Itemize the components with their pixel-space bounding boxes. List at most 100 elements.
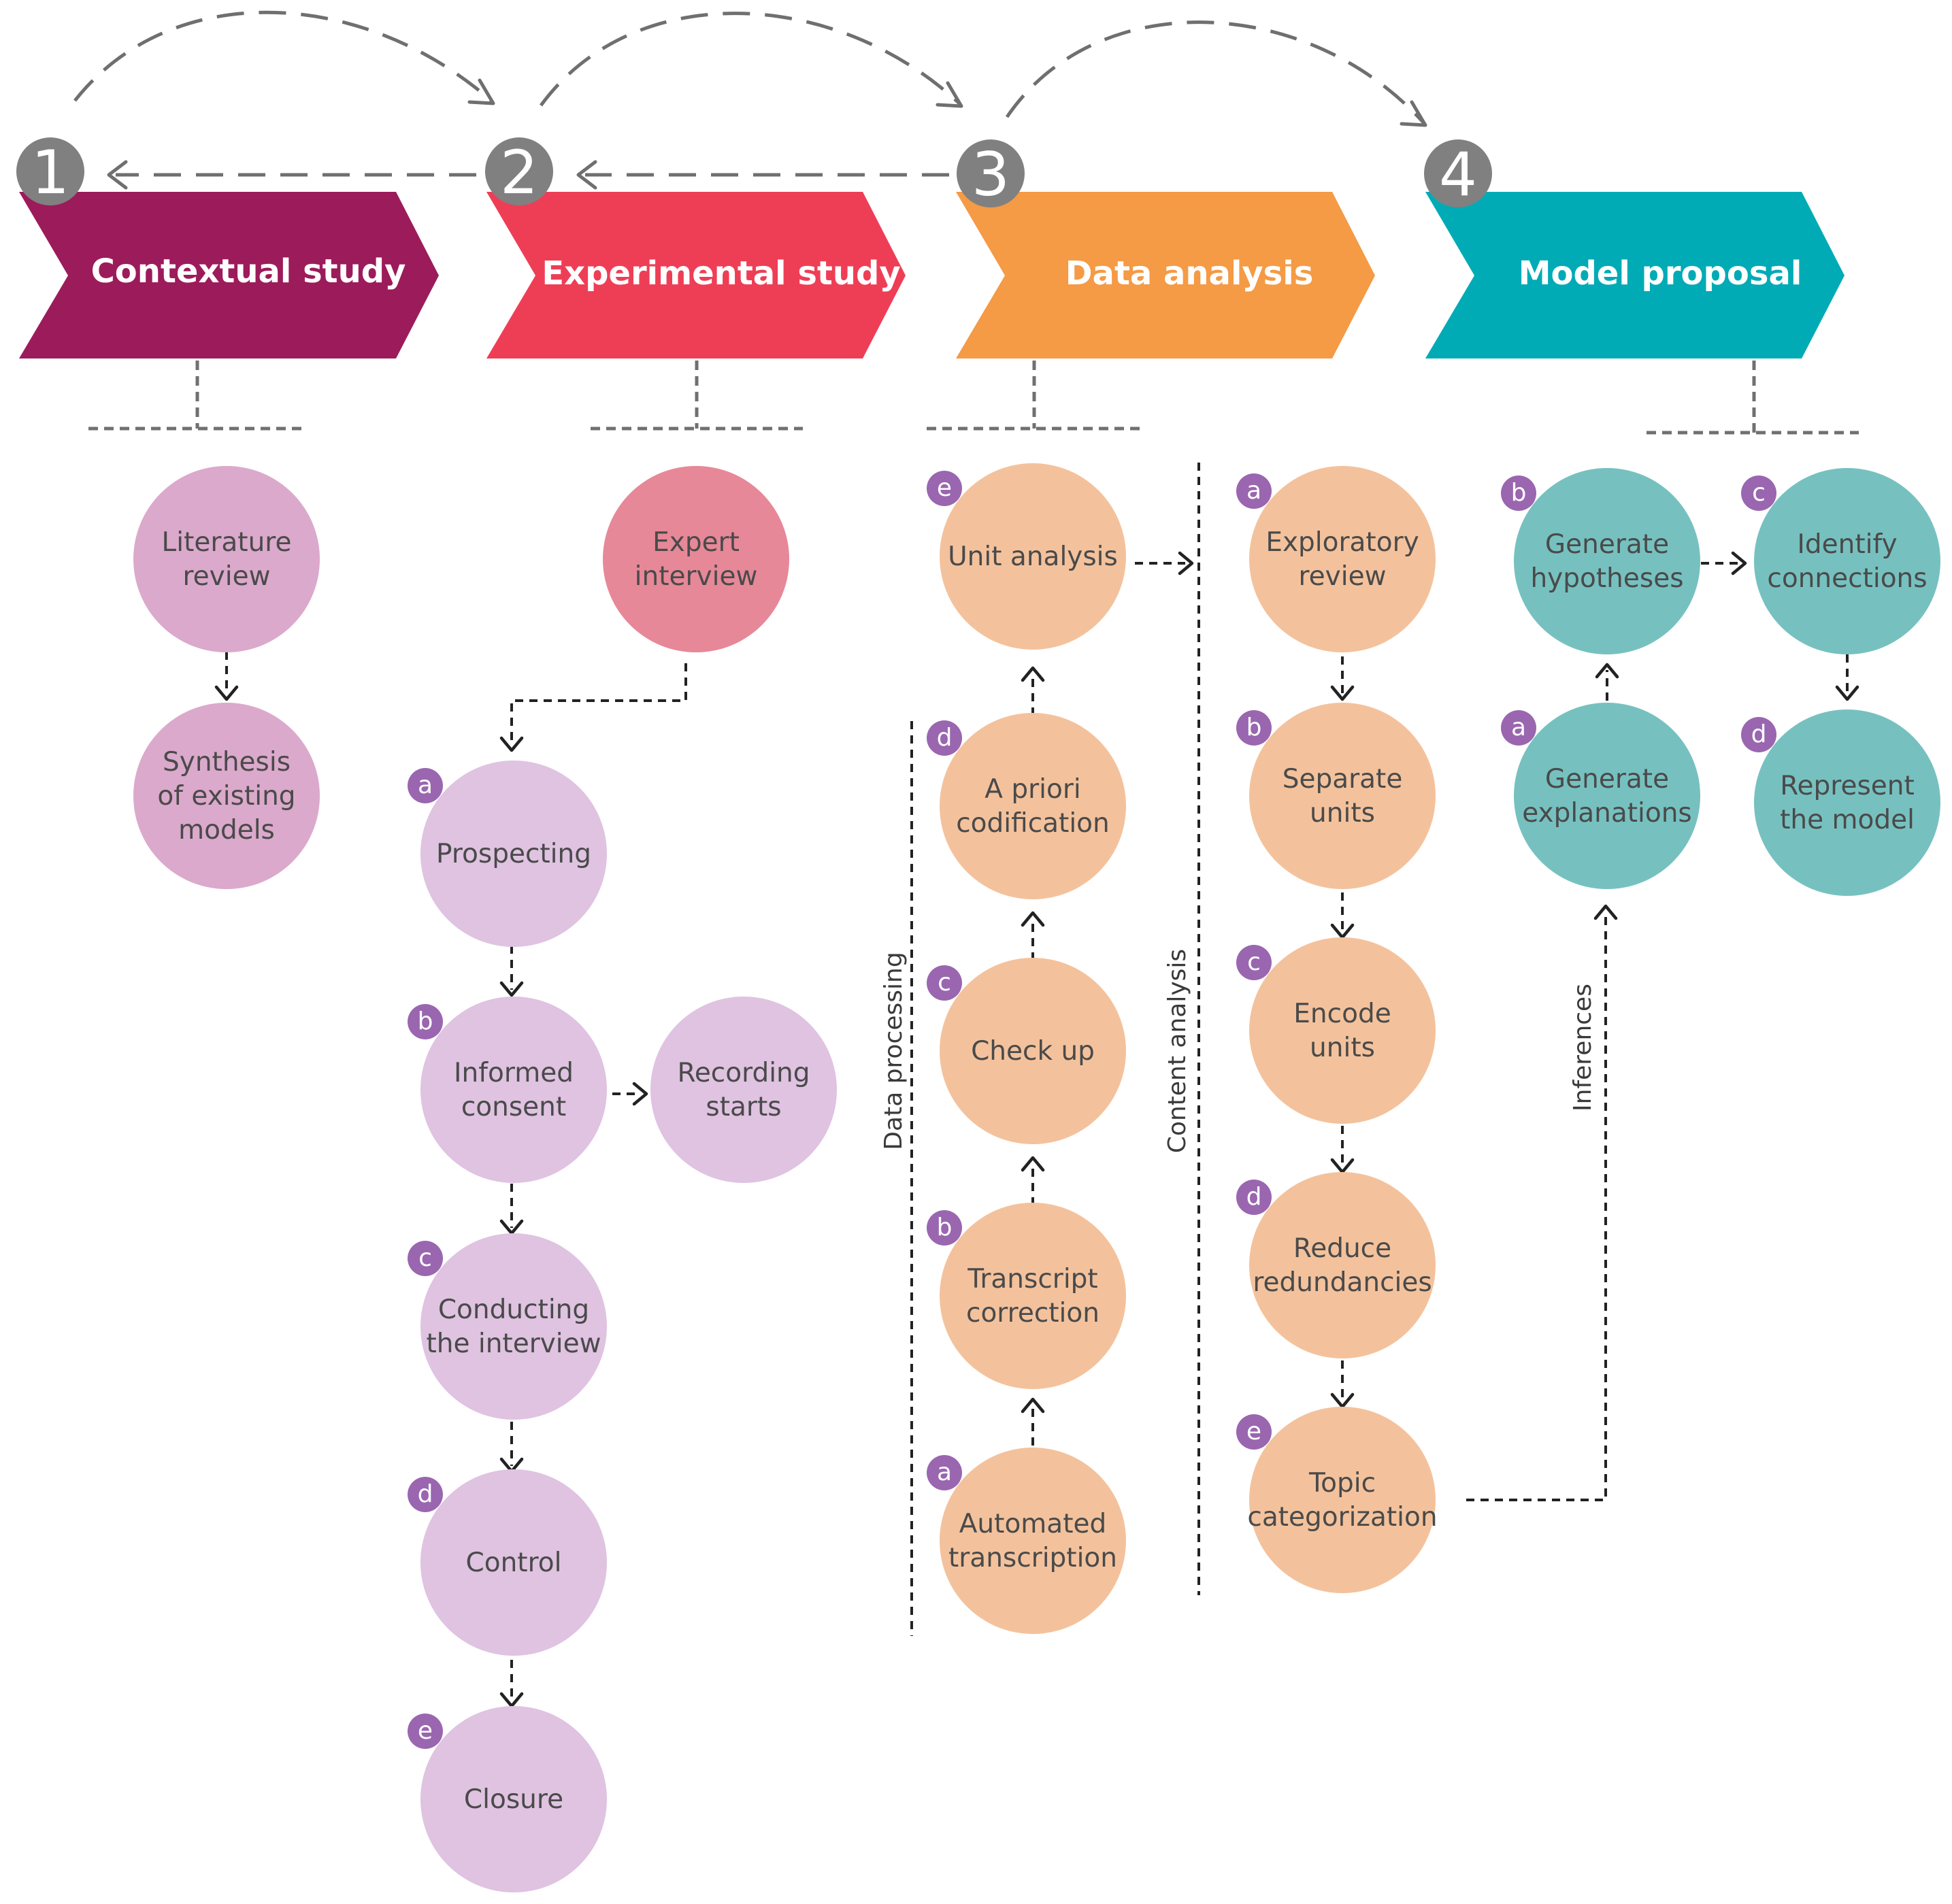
step-badge bbox=[1501, 710, 1536, 746]
node-label-line: Encode bbox=[1293, 999, 1391, 1029]
node-label-line: hypotheses bbox=[1530, 563, 1683, 594]
phase-3-title: Data analysis bbox=[1065, 254, 1314, 293]
arc-1-to-2 bbox=[73, 10, 493, 102]
node-label-line: models bbox=[178, 815, 275, 846]
inferences-label: Inferences bbox=[1569, 984, 1597, 1112]
group-separators: Data processing Content analysis Inferen… bbox=[880, 463, 1597, 1636]
step-badge-letter: e bbox=[937, 474, 952, 502]
node-label-line: Identify bbox=[1797, 529, 1897, 560]
node-circle bbox=[420, 1469, 607, 1656]
arc-2-to-3 bbox=[539, 12, 961, 107]
node-label-line: codification bbox=[956, 808, 1110, 839]
step-badge-letter: d bbox=[1246, 1183, 1262, 1211]
step-badge-letter: c bbox=[418, 1244, 432, 1272]
step-badge-letter: d bbox=[1751, 720, 1767, 748]
node-label-line: Conducting bbox=[438, 1295, 589, 1325]
node-label-line: Closure bbox=[464, 1784, 563, 1815]
step-badge bbox=[1741, 717, 1776, 752]
node-label-line: Synthesis bbox=[163, 747, 291, 778]
node-circle bbox=[1754, 709, 1940, 896]
step-badge bbox=[1236, 710, 1272, 746]
step-badge-letter: b bbox=[937, 1214, 953, 1241]
step-badge bbox=[927, 720, 962, 756]
node-label-line: consent bbox=[461, 1092, 566, 1122]
step-badge bbox=[408, 1004, 443, 1039]
phase-numbers: 1 2 3 4 bbox=[16, 137, 1492, 210]
node-label-line: the interview bbox=[426, 1329, 601, 1359]
node-circle bbox=[603, 466, 789, 652]
step-badge bbox=[408, 768, 443, 803]
node-label-line: Check up bbox=[971, 1036, 1095, 1067]
node-label-line: Separate bbox=[1283, 764, 1403, 795]
phase-transition-arrows bbox=[73, 10, 1427, 190]
arc-arrowhead bbox=[936, 81, 963, 108]
step-badge-letter: b bbox=[1511, 479, 1527, 507]
node-label-line: units bbox=[1310, 1033, 1375, 1063]
phase-3-number-circle bbox=[957, 139, 1025, 207]
node-label-line: Reduce bbox=[1293, 1233, 1391, 1264]
node-label-line: starts bbox=[706, 1092, 781, 1122]
phase-1-chevron bbox=[19, 192, 439, 358]
phase-4-title: Model proposal bbox=[1519, 254, 1802, 293]
content-analysis-label: Content analysis bbox=[1163, 949, 1191, 1153]
arc-arrowhead bbox=[467, 78, 495, 105]
node-control: Control d bbox=[408, 1469, 607, 1656]
phase-3-number: 3 bbox=[972, 139, 1010, 210]
back-arrowhead bbox=[107, 160, 128, 190]
node-circle bbox=[1249, 1407, 1436, 1593]
step-badge-letter: e bbox=[1246, 1418, 1261, 1446]
arc-arrowhead bbox=[1400, 100, 1427, 127]
step-badge-letter: c bbox=[938, 969, 951, 997]
step-badge-letter: a bbox=[937, 1458, 952, 1486]
step-badge bbox=[1236, 1180, 1272, 1215]
node-circle bbox=[133, 703, 320, 889]
step-badge bbox=[1236, 1414, 1272, 1450]
node-label-line: Generate bbox=[1545, 529, 1669, 560]
phase-2-chevron bbox=[486, 192, 906, 358]
node-label-line: Unit analysis bbox=[948, 541, 1118, 572]
step-badge-letter: a bbox=[1511, 714, 1526, 741]
node-circle bbox=[1754, 468, 1940, 654]
node-label-line: of existing bbox=[157, 781, 295, 812]
phase-4-chevron bbox=[1425, 192, 1845, 358]
step-badge-letter: b bbox=[1246, 714, 1262, 741]
node-label-line: units bbox=[1310, 798, 1375, 829]
node-label-line: the model bbox=[1780, 805, 1915, 835]
node-label-line: Expert bbox=[652, 527, 740, 558]
node-circle bbox=[650, 997, 837, 1183]
node-label-line: interview bbox=[635, 561, 758, 592]
node-circle bbox=[1514, 703, 1700, 889]
step-badge-letter: a bbox=[418, 771, 433, 799]
node-label-line: Recording bbox=[677, 1058, 810, 1088]
step-badge-letter: d bbox=[937, 724, 953, 752]
node-label-line: connections bbox=[1767, 563, 1927, 594]
step-badge-letter: d bbox=[418, 1480, 433, 1508]
node-label-line: Control bbox=[466, 1548, 562, 1578]
node-label-line: Generate bbox=[1545, 764, 1669, 795]
node-label-line: Automated bbox=[959, 1509, 1106, 1539]
node-circle bbox=[420, 761, 607, 947]
phase-2-number: 2 bbox=[500, 137, 538, 207]
phase-2-title: Experimental study bbox=[542, 254, 900, 293]
node-circle bbox=[1249, 703, 1436, 889]
node-circle bbox=[940, 713, 1126, 899]
phase-2-number-circle bbox=[485, 137, 553, 205]
node-circle bbox=[420, 1706, 607, 1892]
step-badge bbox=[927, 1455, 962, 1490]
